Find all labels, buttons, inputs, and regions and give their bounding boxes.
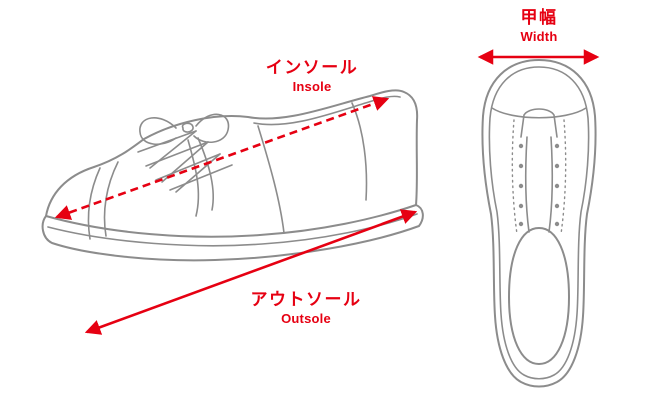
insole-label: インソール Insole — [232, 58, 392, 95]
outsole-label-jp: アウトソール — [250, 290, 362, 309]
lace-gap-left-line — [524, 136, 530, 233]
stitch-line-right — [560, 119, 567, 235]
upper-outline — [45, 89, 419, 217]
sole-top-outer-outline — [481, 59, 597, 388]
sole-stripe-line — [47, 213, 418, 247]
width-label-jp: 甲幅 — [520, 8, 558, 27]
width-label-en: Width — [520, 29, 558, 45]
toe-line — [491, 107, 587, 119]
insole-dimension-arrow — [54, 96, 390, 220]
collar-opening-outline — [508, 227, 570, 365]
width-label: 甲幅 Width — [478, 8, 600, 45]
sole-outline — [41, 204, 424, 262]
heel-counter-line — [351, 102, 368, 201]
lace-gap-right-line — [548, 136, 554, 233]
insole-label-en: Insole — [292, 79, 332, 95]
insole-label-jp: インソール — [265, 58, 359, 77]
eyelets-icon — [518, 143, 560, 227]
laces-icon — [137, 130, 233, 193]
sneaker-side-view-icon — [41, 89, 424, 262]
sole-top-inner-outline — [488, 66, 590, 380]
sole-top-view-icon — [481, 59, 597, 388]
outsole-label: アウトソール Outsole — [226, 290, 386, 327]
quarter-seam-line — [257, 125, 285, 234]
tongue-line — [520, 108, 558, 138]
outsole-dimension-arrow — [84, 209, 418, 335]
outsole-label-en: Outsole — [281, 311, 331, 327]
stitch-line-left — [511, 119, 518, 235]
